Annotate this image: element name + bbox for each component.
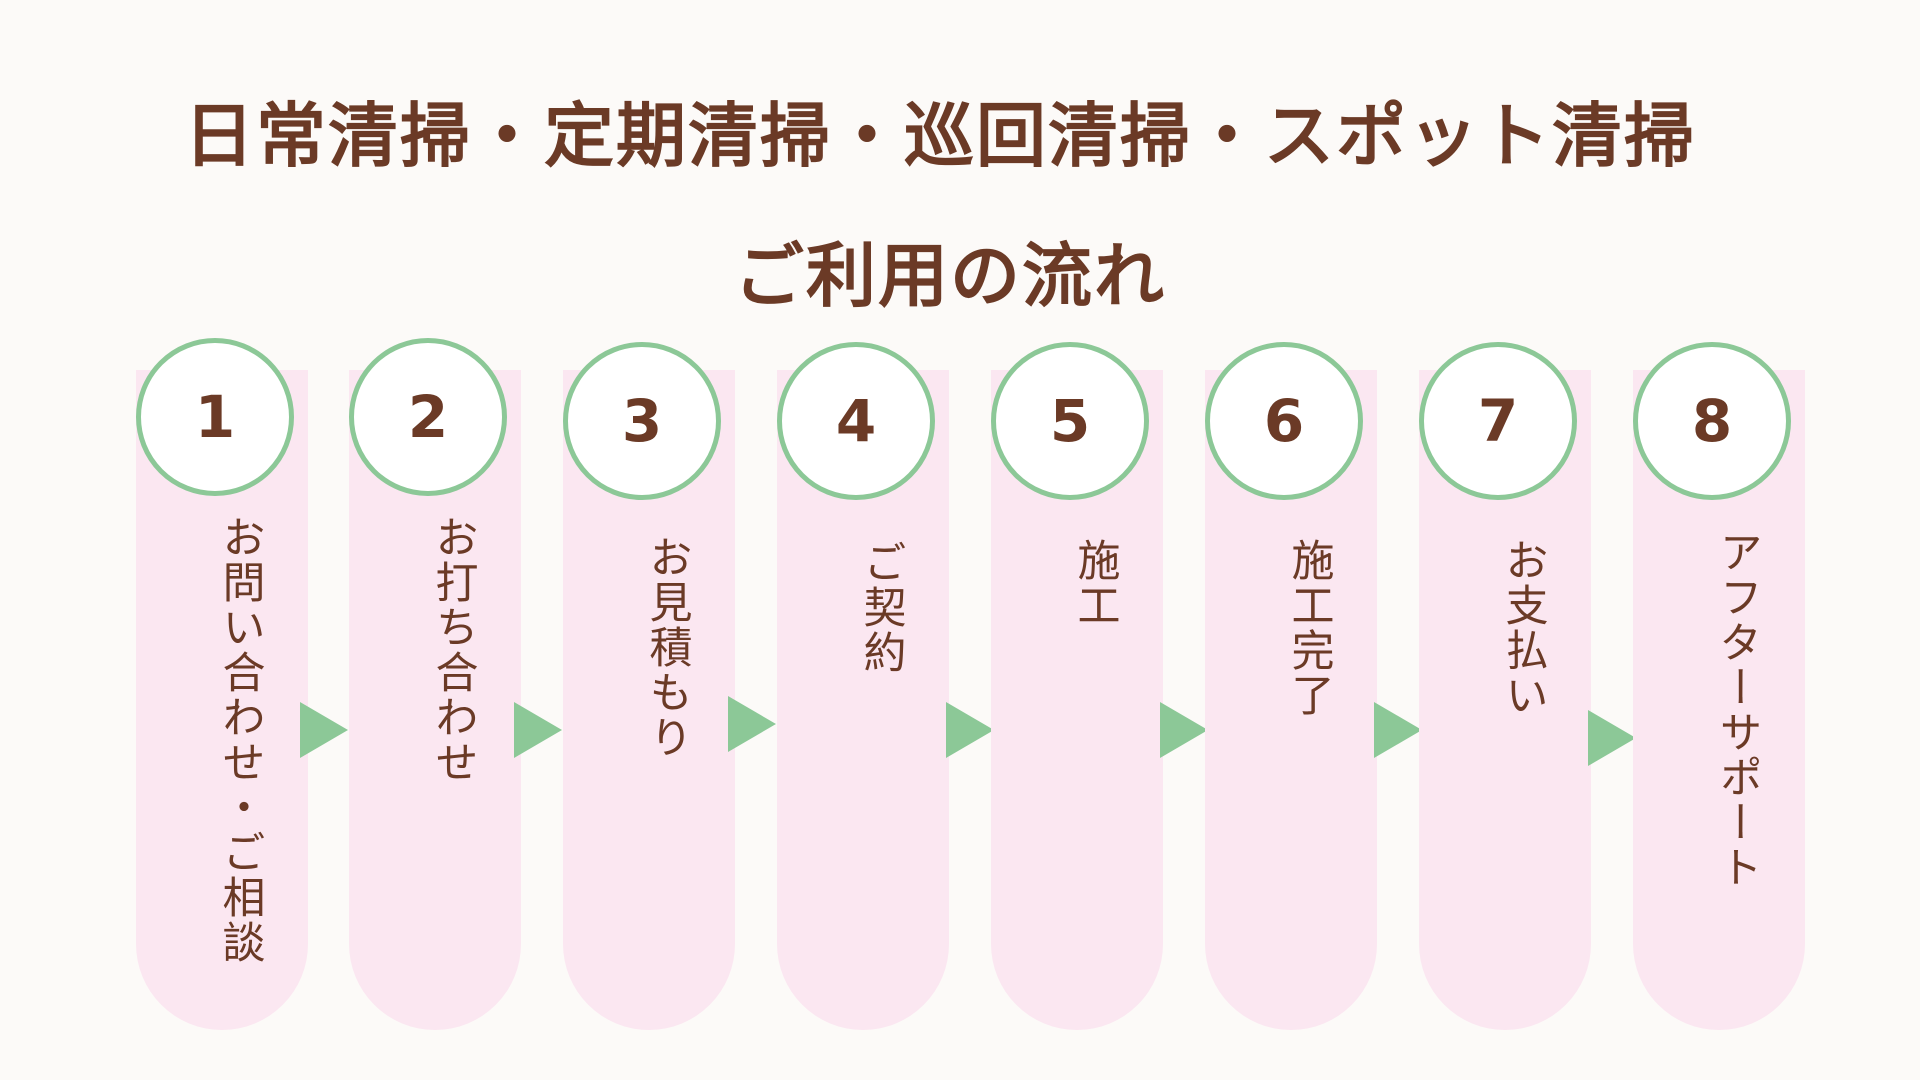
step-6-label: 施工完了 (1284, 538, 1334, 718)
step-3-label: お見積もり (642, 535, 692, 760)
step-5-label: 施工 (1070, 538, 1120, 628)
arrow-6-icon (1374, 702, 1422, 758)
step-6-number: 6 (1205, 342, 1363, 500)
page-title: 日常清掃・定期清掃・巡回清掃・スポット清掃 (184, 95, 1696, 177)
arrow-7-icon (1588, 710, 1636, 766)
step-7-label: お支払い (1498, 538, 1548, 718)
step-4-label: ご契約 (856, 540, 906, 675)
step-2-number: 2 (349, 338, 507, 496)
step-5-number: 5 (991, 342, 1149, 500)
arrow-4-icon (946, 702, 994, 758)
step-3-number: 3 (563, 342, 721, 500)
step-2-label: お打ち合わせ (428, 515, 478, 785)
arrow-5-icon (1160, 702, 1208, 758)
page-subtitle: ご利用の流れ (734, 235, 1166, 317)
arrow-3-icon (728, 696, 776, 752)
step-7-number: 7 (1419, 342, 1577, 500)
step-8-number: 8 (1633, 342, 1791, 500)
step-8-label: アフターサポート (1712, 530, 1762, 890)
arrow-1-icon (300, 702, 348, 758)
step-4-number: 4 (777, 342, 935, 500)
step-1-label: お問い合わせ・ご相談 (215, 515, 265, 965)
arrow-2-icon (514, 702, 562, 758)
step-1-number: 1 (136, 338, 294, 496)
